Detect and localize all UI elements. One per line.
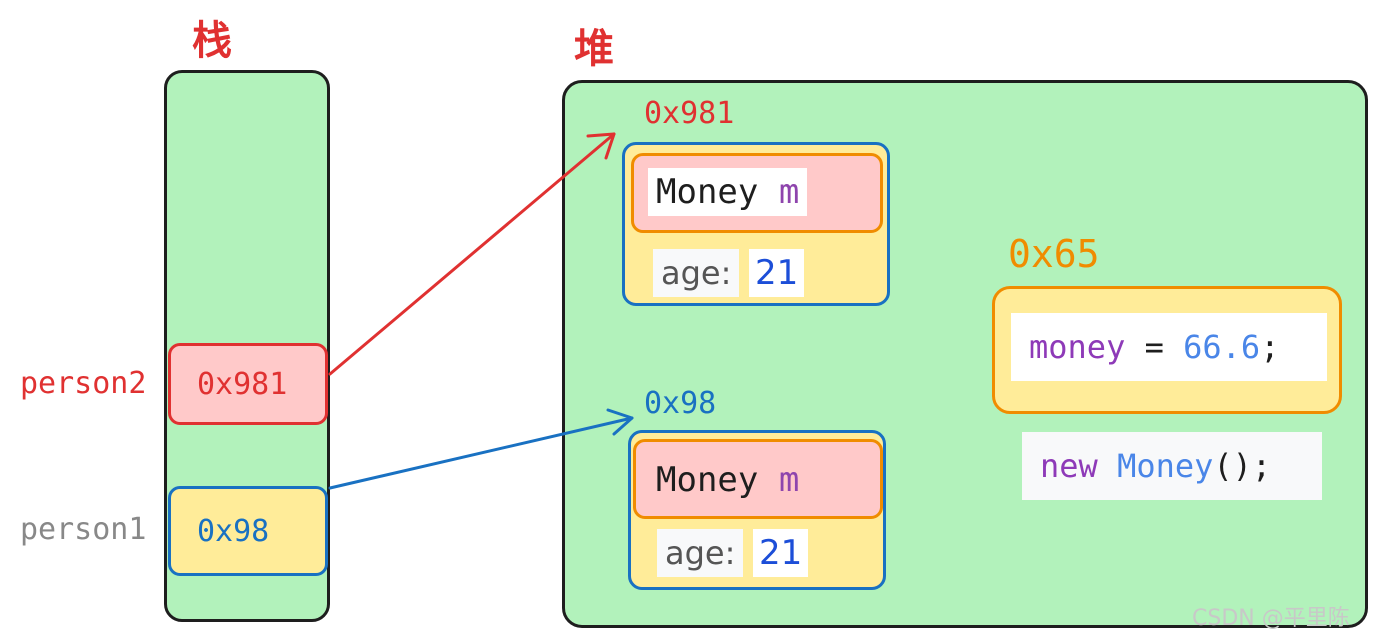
new-class-name: Money (1117, 447, 1214, 485)
person2-slot: 0x981 (168, 343, 328, 425)
obj-bottom-address: 0x98 (644, 386, 717, 421)
money-obj-code: money = 66.6; (1011, 313, 1327, 381)
person1-arrow (328, 416, 634, 490)
new-parens: (); (1213, 447, 1272, 485)
obj-top-age-value: 21 (749, 249, 805, 297)
money-semicolon: ; (1260, 328, 1280, 366)
obj-bottom-field-code: Money m (648, 456, 808, 504)
obj-top-field-code: Money m (648, 168, 808, 216)
new-money-expression: new Money(); (1022, 432, 1322, 500)
obj-top-field-name: m (778, 172, 800, 212)
person1-slot: 0x98 (168, 486, 328, 576)
obj-top-age-label: age: (653, 249, 740, 297)
obj-bottom-field-type: Money (656, 460, 759, 500)
heap-title: 堆 (574, 26, 614, 72)
money-obj: money = 66.6; (992, 286, 1342, 414)
person2-label: person2 (20, 366, 147, 401)
obj-top: Money m age: 21 (622, 142, 890, 306)
obj-bottom: Money m age: 21 (628, 430, 886, 590)
obj-bottom-age-value: 21 (753, 529, 809, 577)
person2-arrow (328, 132, 616, 376)
person2-value: 0x981 (197, 366, 288, 402)
obj-top-field: Money m (631, 153, 883, 233)
money-field-name: money (1029, 328, 1126, 366)
person1-value: 0x98 (197, 513, 270, 549)
money-eq: = (1144, 328, 1164, 366)
obj-top-field-type: Money (656, 172, 759, 212)
obj-bottom-age-label: age: (657, 529, 744, 577)
obj-top-address: 0x981 (644, 96, 735, 131)
money-obj-address: 0x65 (1008, 232, 1100, 276)
obj-bottom-field: Money m (633, 439, 883, 519)
money-value: 66.6 (1183, 328, 1261, 366)
stack-title: 栈 (192, 18, 232, 64)
person1-label: person1 (20, 512, 147, 547)
person1-arrowhead (606, 408, 634, 436)
watermark: CSDN @平里陈 (1192, 606, 1350, 631)
new-keyword: new (1040, 447, 1098, 485)
obj-bottom-field-name: m (778, 460, 800, 500)
person2-arrowhead (586, 132, 616, 160)
